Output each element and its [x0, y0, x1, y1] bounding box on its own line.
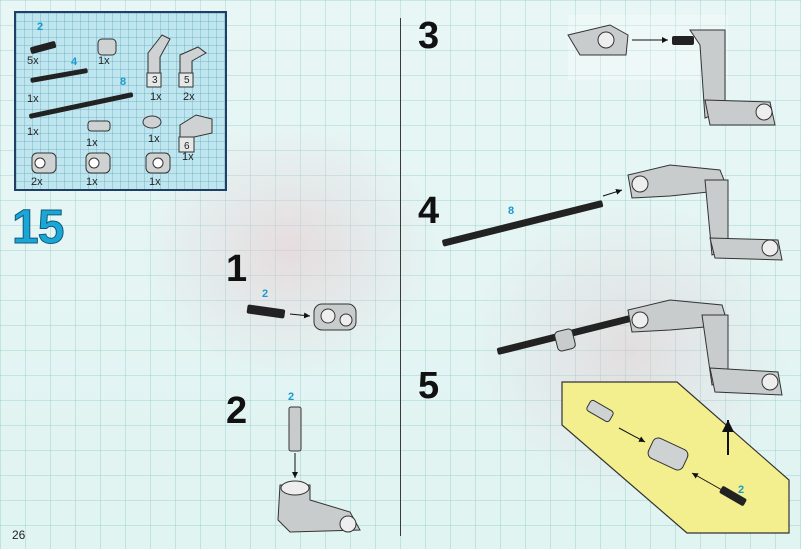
- step-2-drawing: [277, 406, 361, 533]
- cross-block-b-qty: 1x: [86, 176, 98, 188]
- axle-2-qty: 5x: [27, 55, 39, 67]
- step-4-axle-length: 8: [508, 205, 515, 217]
- part-connector-3: [146, 34, 171, 88]
- part-cross-block-b: [85, 152, 111, 174]
- connector-6-qty: 1x: [182, 151, 194, 163]
- axle-connector-qty: 1x: [98, 55, 110, 67]
- step-4-drawing: [442, 164, 783, 261]
- substep-3-number: 3: [418, 15, 440, 57]
- cross-block-c-qty: 1x: [149, 176, 161, 188]
- connector-6-label: 6: [184, 141, 190, 152]
- part-connector-5: [178, 46, 207, 88]
- part-bushing: [142, 115, 162, 129]
- part-half-pin: [87, 120, 111, 132]
- part-connector-6: [178, 114, 213, 153]
- connector-3-qty: 1x: [150, 91, 162, 103]
- part-axle-connector: [97, 38, 117, 56]
- substep-2-number: 2: [226, 390, 248, 432]
- connector-5-qty: 2x: [183, 91, 195, 103]
- part-cross-block-a: [31, 152, 57, 174]
- callout-axle-connector: [647, 437, 689, 471]
- callout-axle-2: [719, 486, 747, 506]
- parts-list-drawing: 3 5 6: [29, 34, 213, 174]
- axle-8-qty: 1x: [27, 126, 39, 138]
- step-3-drawing: [567, 15, 776, 126]
- step-1-drawing: [246, 303, 357, 331]
- page-divider: [400, 18, 401, 536]
- bushing-qty: 1x: [148, 133, 160, 145]
- callout-axle-length: 2: [738, 484, 745, 496]
- substep-1-number: 1: [226, 248, 248, 290]
- step-1-axle-length: 2: [262, 288, 269, 300]
- axle-4-length: 4: [71, 56, 78, 68]
- step-5-drawing: [496, 299, 783, 455]
- connector-3-label: 3: [152, 75, 158, 86]
- cross-block-a-qty: 2x: [31, 176, 43, 188]
- part-axle-2: [30, 41, 57, 54]
- main-step-number: 15: [11, 201, 64, 255]
- step-2-axle-length: 2: [288, 391, 295, 403]
- half-pin-qty: 1x: [86, 137, 98, 149]
- page-number: 26: [12, 528, 26, 542]
- axle-2-length: 2: [37, 21, 44, 33]
- part-axle-4: [30, 68, 88, 83]
- axle-8-length: 8: [120, 76, 127, 88]
- parts-list-box: 3 5 6 2 5x 1x 1x 2x 4 1x 8 1x 1x 1x 1x 2…: [14, 11, 227, 191]
- callout-half-pin: [586, 399, 614, 423]
- axle-4-qty: 1x: [27, 93, 39, 105]
- part-cross-block-c: [145, 152, 171, 174]
- connector-5-label: 5: [184, 75, 190, 86]
- subassembly-callout: [561, 381, 790, 534]
- substep-4-number: 4: [418, 190, 440, 232]
- substep-5-number: 5: [418, 365, 440, 407]
- part-axle-8: [29, 92, 134, 119]
